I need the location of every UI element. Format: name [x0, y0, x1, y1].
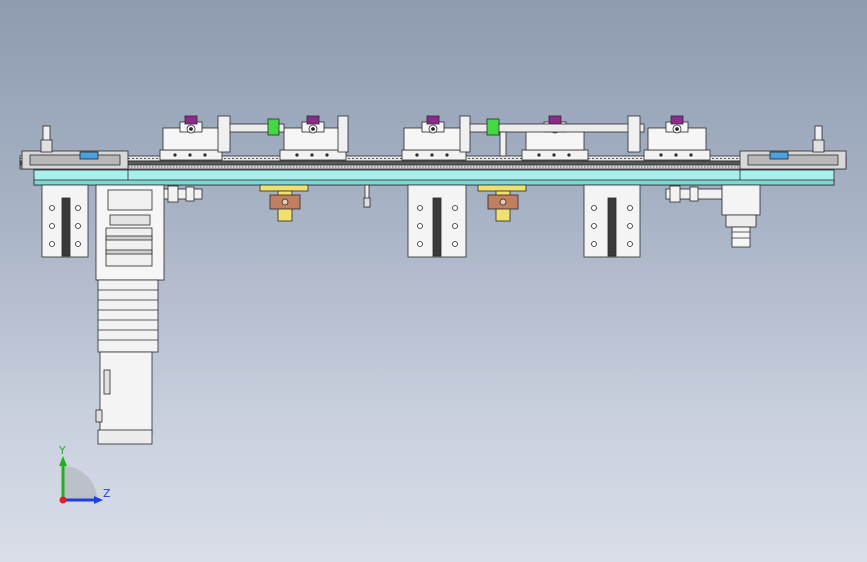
carrier-2: [279, 115, 347, 161]
left-side-bracket: [41, 184, 89, 258]
carrier-1: [159, 115, 223, 161]
carrier-3: [401, 115, 467, 161]
right-post: [812, 125, 825, 153]
left-end-pulley: [21, 150, 129, 170]
stopper-1: [259, 184, 309, 222]
stopper-2: [477, 184, 527, 222]
rod-right: [459, 115, 645, 157]
triad-sphere-quadrant: [63, 466, 97, 500]
y-axis-label: Y: [58, 444, 66, 457]
y-axis-arrowhead: [59, 456, 67, 466]
rod-left: [217, 115, 349, 153]
orientation-triad[interactable]: Y Z: [58, 444, 111, 504]
z-axis-label: Z: [103, 487, 111, 500]
left-sensor-block: [79, 151, 99, 160]
right-end-pulley: [739, 150, 847, 170]
carrier-4: [521, 115, 589, 161]
z-axis-arrowhead: [94, 496, 103, 504]
right-sensor-block: [769, 151, 789, 160]
right-shaft-fitting: [665, 185, 723, 203]
base-plate: [33, 169, 835, 186]
conveyor-assembly[interactable]: [19, 115, 847, 445]
sensor-pin: [363, 184, 371, 208]
drive-motor[interactable]: [95, 184, 165, 445]
left-post: [40, 125, 53, 153]
right-tension-unit: [721, 184, 761, 248]
center-bracket-2: [583, 184, 641, 258]
x-axis-origin: [59, 496, 67, 504]
carrier-5: [643, 115, 711, 161]
center-bracket-1: [407, 184, 467, 258]
